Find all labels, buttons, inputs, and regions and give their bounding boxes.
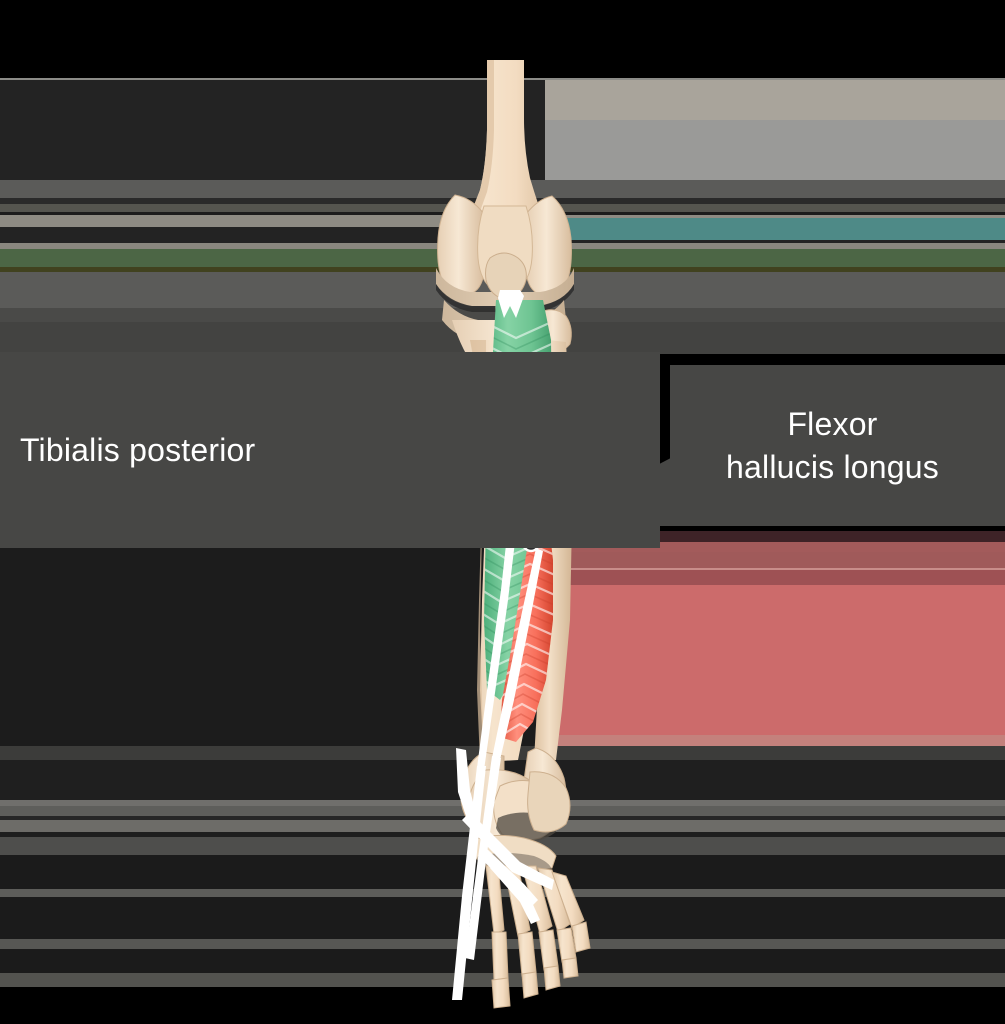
bone-femur xyxy=(436,60,574,312)
bone-phalanges xyxy=(491,921,591,1009)
label-fhl-line1: Flexor xyxy=(787,406,878,443)
label-tibialis-posterior-text: Tibialis posterior xyxy=(20,432,256,468)
label-fhl-line2: hallucis longus xyxy=(726,448,939,485)
label-flexor-hallucis-longus: Flexor hallucis longus xyxy=(670,365,1005,526)
label-tibialis-posterior: Tibialis posterior xyxy=(0,352,660,548)
label-flexor-hallucis-longus-text: Flexor hallucis longus xyxy=(726,403,939,487)
tendon-bundle xyxy=(452,748,554,1000)
